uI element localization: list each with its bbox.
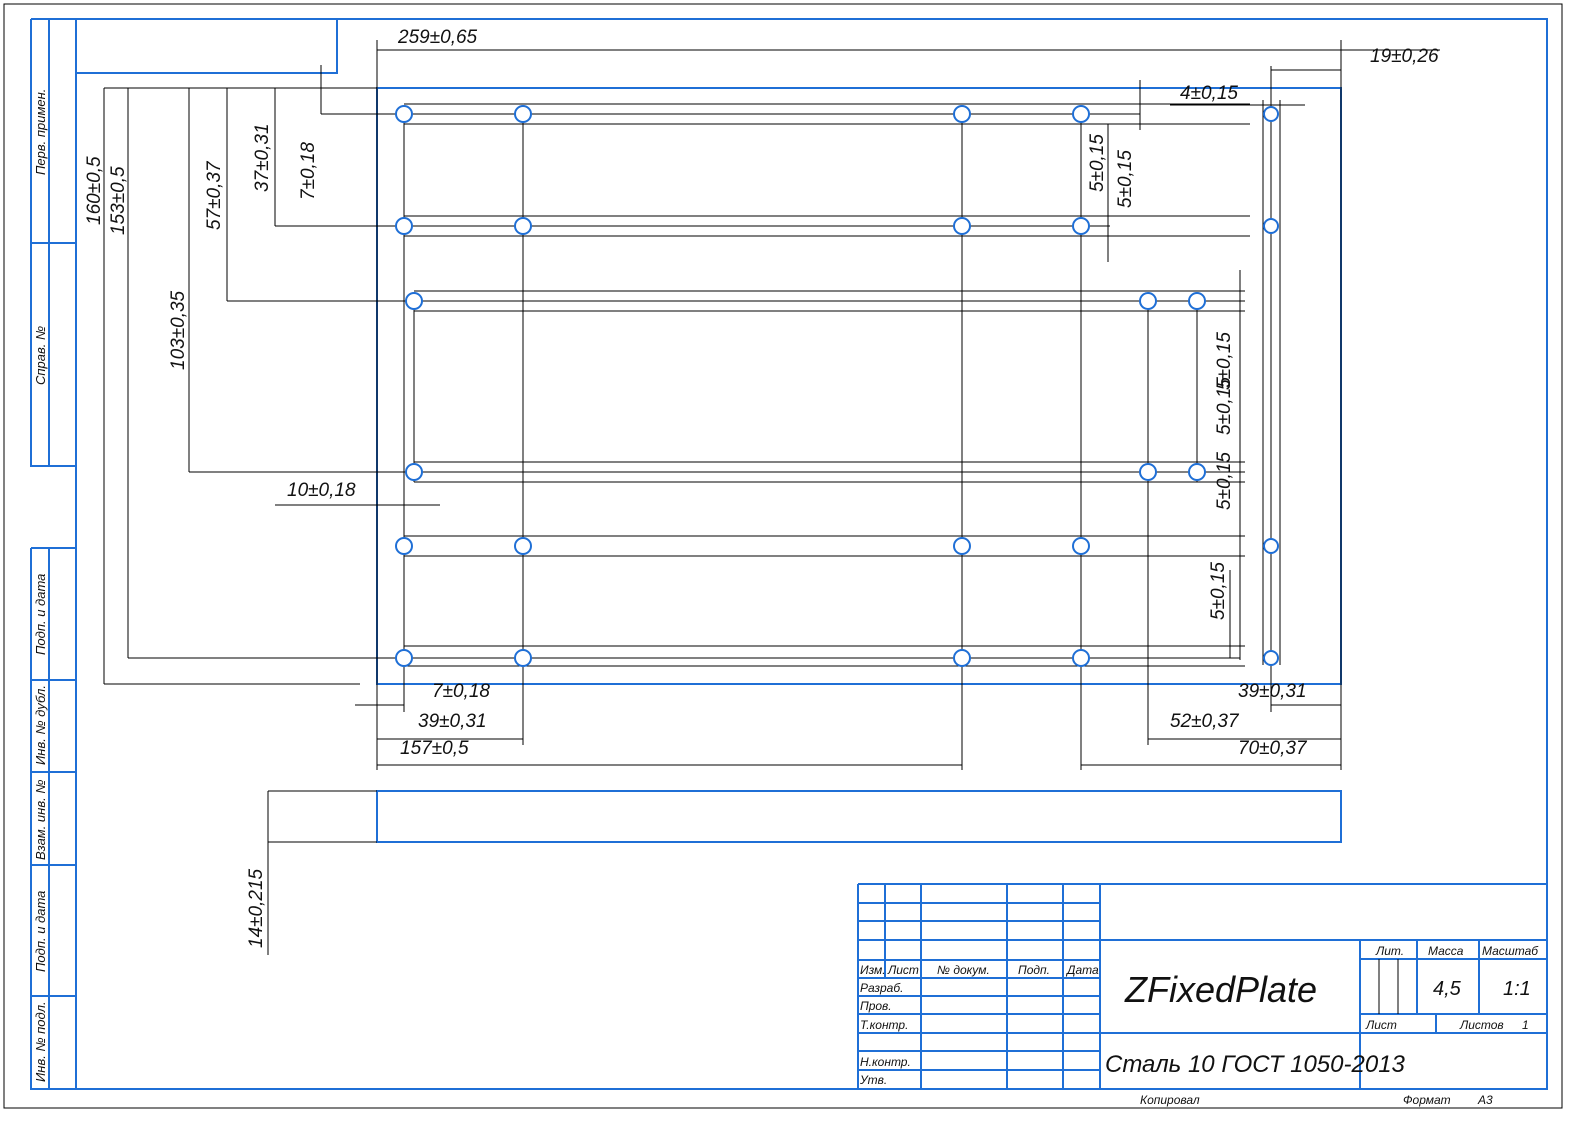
- header-date: Дата: [1065, 963, 1099, 977]
- dim-label: 57±0,37: [204, 160, 225, 230]
- dimension-labels: 259±0,65 19±0,26 4±0,15 160±0,5 153±0,5 …: [84, 27, 1439, 948]
- dim-label: 5±0,15: [1087, 134, 1108, 192]
- dim-label: 7±0,18: [432, 681, 490, 702]
- holes: [395, 105, 1279, 667]
- sheets-value: 1: [1522, 1018, 1529, 1032]
- role-label: Разраб.: [860, 981, 903, 995]
- dim-label: 52±0,37: [1170, 711, 1240, 732]
- title-block: Изм. Лист № докум. Подп. Дата Разраб. Пр…: [857, 883, 1547, 1089]
- dim-label: 5±0,15: [1214, 452, 1235, 510]
- dim-label: 5±0,15: [1208, 562, 1229, 620]
- slot-lines: [104, 40, 1342, 843]
- dim-label: 103±0,35: [168, 290, 189, 370]
- sheet-label: Лист: [1365, 1018, 1397, 1032]
- side-label: Перв. примен.: [33, 89, 48, 175]
- dim-label: 37±0,31: [252, 123, 273, 192]
- format-value: А3: [1477, 1093, 1493, 1107]
- plate-top-view: [376, 87, 1342, 685]
- scale-label: Масштаб: [1482, 944, 1539, 958]
- header-sign: Подп.: [1018, 963, 1050, 977]
- lit-label: Лит.: [1375, 944, 1404, 958]
- side-label: Инв. № дубл.: [33, 685, 48, 765]
- dim-label: 5±0,15: [1115, 150, 1136, 208]
- drawing-frame: [75, 18, 1548, 1090]
- sheet-border: [3, 3, 1563, 1109]
- dim-label: 259±0,65: [397, 27, 478, 48]
- mass-value: 4,5: [1433, 978, 1462, 1000]
- dim-label: 5±0,15: [1214, 332, 1235, 390]
- format-label: Формат: [1403, 1093, 1451, 1107]
- side-label: Инв. № подл.: [33, 1001, 48, 1082]
- dimension-lines: [103, 49, 1440, 955]
- dim-label: 153±0,5: [108, 166, 129, 235]
- header-izm: Изм.: [860, 963, 886, 977]
- dim-label: 5±0,15: [1214, 377, 1235, 435]
- side-strip: Перв. примен. Справ. № Подп. и дата Инв.…: [30, 18, 76, 1090]
- dim-label: 7±0,18: [298, 142, 319, 200]
- dim-label: 70±0,37: [1238, 738, 1308, 759]
- dim-label: 39±0,31: [418, 711, 487, 732]
- scale-value: 1:1: [1503, 978, 1531, 1000]
- header-doc: № докум.: [937, 963, 990, 977]
- role-label: Утв.: [859, 1073, 887, 1087]
- top-left-box: [76, 19, 338, 74]
- dim-label: 157±0,5: [400, 738, 469, 759]
- part-name: ZFixedPlate: [1124, 969, 1317, 1010]
- copied-label: Копировал: [1140, 1093, 1200, 1107]
- side-label: Взам. инв. №: [33, 780, 48, 860]
- header-list: Лист: [887, 963, 919, 977]
- material: Сталь 10 ГОСТ 1050-2013: [1105, 1051, 1406, 1078]
- side-label: Подп. и дата: [33, 574, 48, 655]
- mass-label: Масса: [1428, 944, 1464, 958]
- dim-label: 160±0,5: [84, 156, 105, 225]
- dim-label: 4±0,15: [1180, 83, 1238, 104]
- dim-label: 19±0,26: [1370, 46, 1439, 67]
- dim-label: 10±0,18: [287, 480, 356, 501]
- role-label: Т.контр.: [860, 1018, 908, 1032]
- dim-label: 39±0,31: [1238, 681, 1307, 702]
- dim-label: 14±0,215: [246, 868, 267, 948]
- sheets-label: Листов: [1459, 1018, 1504, 1032]
- role-label: Н.контр.: [860, 1055, 911, 1069]
- plate-side-view: [376, 790, 1342, 843]
- role-label: Пров.: [860, 999, 892, 1013]
- side-label: Подп. и дата: [33, 891, 48, 972]
- side-label: Справ. №: [33, 326, 48, 385]
